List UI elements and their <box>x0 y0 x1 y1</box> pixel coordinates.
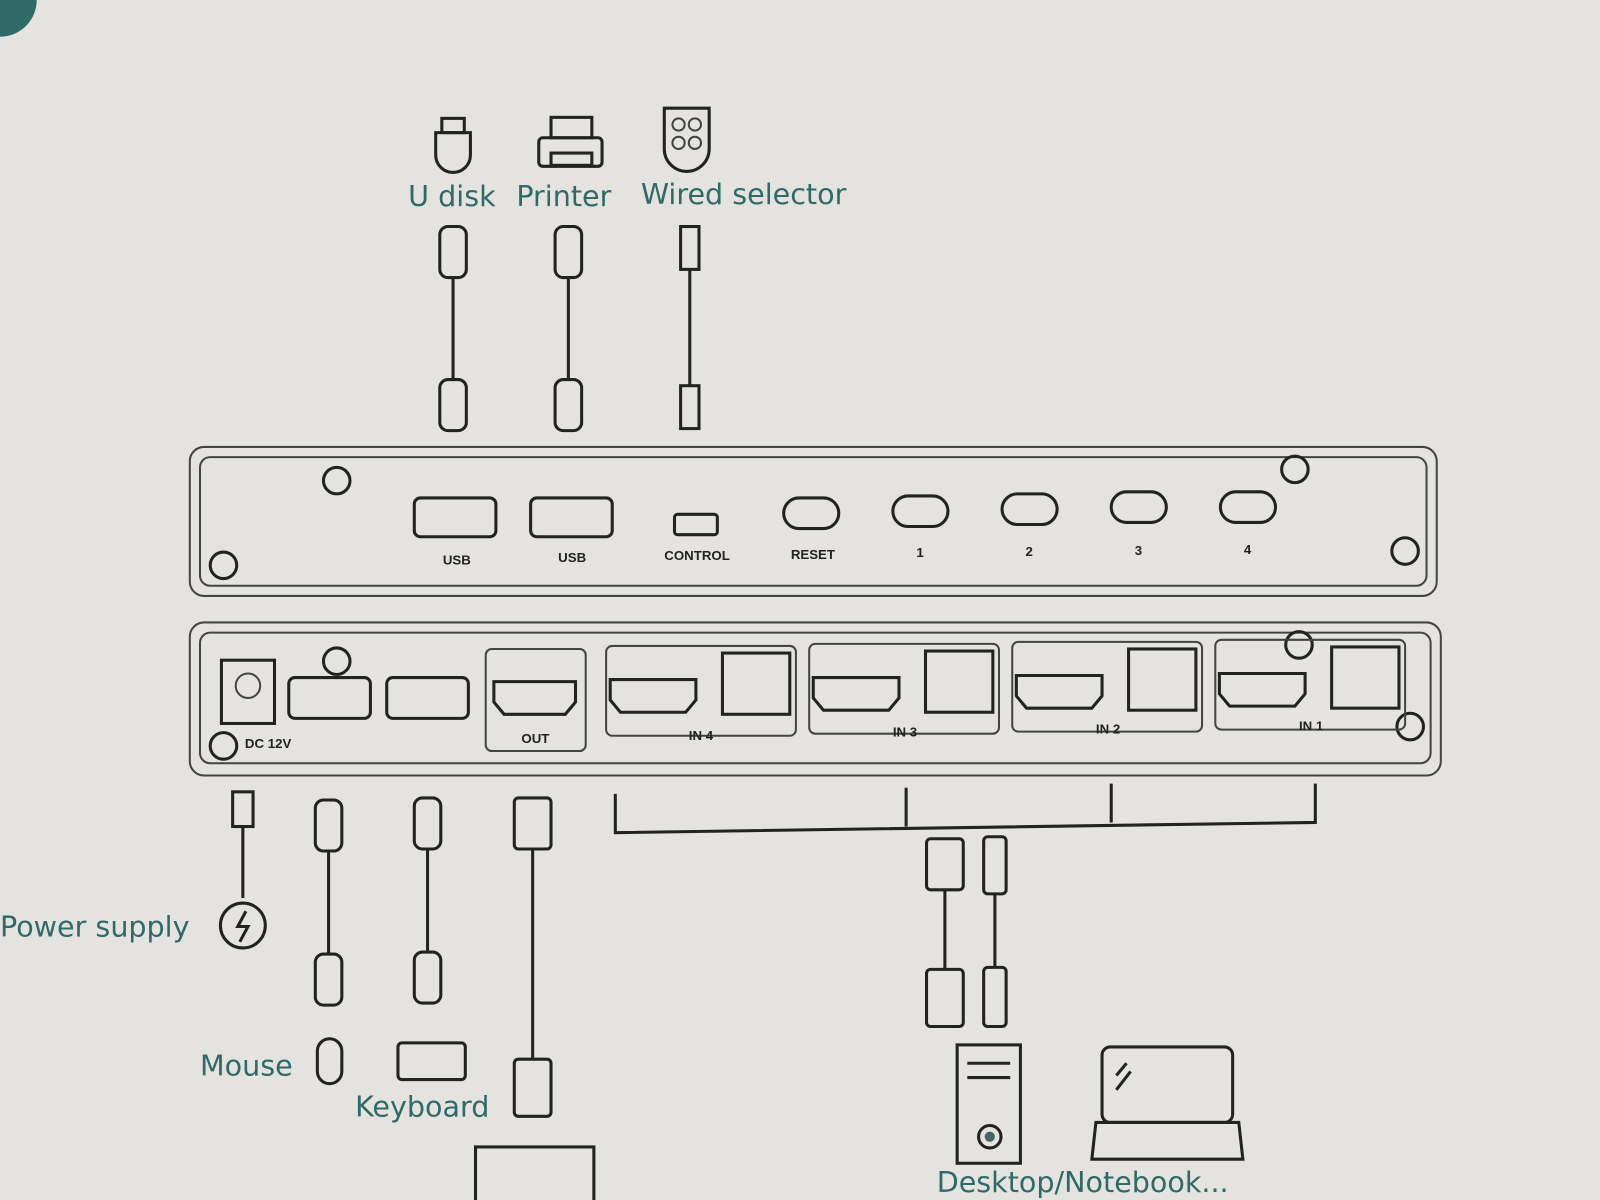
computer-cables <box>925 835 1008 1029</box>
button-label: 3 <box>1135 543 1142 558</box>
port-label: CONTROL <box>664 548 730 563</box>
input-group-3: IN 3 <box>808 642 1000 740</box>
svg-text:IN 4: IN 4 <box>689 728 714 743</box>
svg-text:IN 2: IN 2 <box>1096 722 1120 737</box>
button-label: 2 <box>1026 544 1033 559</box>
usb-cable-printer <box>553 225 584 433</box>
svg-text:IN 1: IN 1 <box>1299 719 1323 734</box>
dc-label: DC 12V <box>245 736 292 751</box>
out-label: OUT <box>521 731 549 746</box>
usb-port <box>529 496 614 539</box>
label-wired-selector: Wired selector <box>641 177 847 211</box>
keyboard-cable <box>396 796 467 1082</box>
select-button-1[interactable] <box>891 494 950 529</box>
corner-badge <box>0 0 37 37</box>
usb-cable-u-disk <box>438 225 468 433</box>
mouse-cable <box>313 798 344 1086</box>
keyboard-icon <box>396 1041 467 1082</box>
printer-icon <box>537 115 604 168</box>
button-label: 1 <box>916 545 923 560</box>
laptop-icon <box>1090 1045 1245 1161</box>
monitor-icon <box>473 1145 596 1200</box>
hdmi-out-port <box>492 680 578 716</box>
power-icon <box>218 901 267 950</box>
dc-jack <box>219 658 277 725</box>
label-printer: Printer <box>516 179 611 213</box>
select-button-2[interactable] <box>1000 492 1059 527</box>
power-cable <box>218 790 267 950</box>
input-group-4: IN 4 <box>605 644 797 743</box>
control-port <box>672 512 719 537</box>
mouse-usb-port <box>287 676 372 720</box>
port-label: USB <box>558 550 586 565</box>
input-group-1: IN 1 <box>1214 638 1407 734</box>
svg-text:IN 3: IN 3 <box>893 725 917 740</box>
rear-panel: DC 12V OUT IN 4 IN 3 IN 2 IN 1 <box>188 621 1442 777</box>
label-mouse: Mouse <box>200 1049 293 1083</box>
input-bracket <box>613 783 1317 835</box>
control-cable <box>679 225 701 431</box>
label-power-supply: Power supply <box>0 910 190 944</box>
usb-port <box>412 496 498 539</box>
select-button-3[interactable] <box>1109 490 1168 524</box>
mouse-icon <box>315 1037 344 1086</box>
input-group-2: IN 2 <box>1011 640 1204 737</box>
select-button-4[interactable] <box>1218 490 1278 524</box>
usb-drive-icon <box>434 116 472 174</box>
front-panel: USB USB CONTROL RESET 1 2 3 4 <box>188 445 1438 597</box>
label-u-disk: U disk <box>408 179 496 213</box>
keyboard-usb-port <box>385 676 470 720</box>
desktop-icon <box>955 1043 1022 1165</box>
reset-button[interactable] <box>782 496 841 531</box>
label-keyboard: Keyboard <box>355 1089 489 1123</box>
label-desktop-notebook: Desktop/Notebook... <box>937 1165 1229 1199</box>
button-label: 4 <box>1244 542 1252 557</box>
wired-selector-icon <box>662 106 711 173</box>
port-label: USB <box>443 552 471 567</box>
hdmi-out-cable <box>473 796 596 1200</box>
button-label: RESET <box>791 547 835 562</box>
